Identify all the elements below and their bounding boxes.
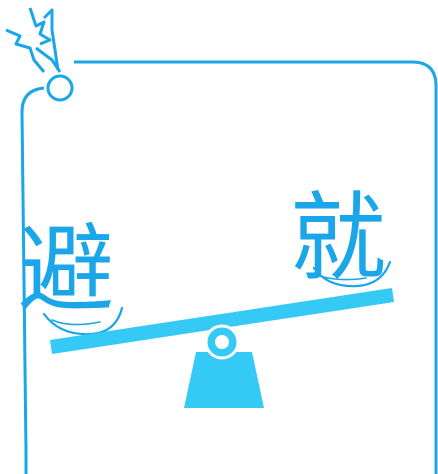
bow-icon — [5, 7, 74, 102]
seesaw-fulcrum — [184, 352, 264, 408]
left-character: 避 — [18, 214, 114, 326]
seesaw-beam — [50, 288, 394, 354]
right-character: 就 — [290, 182, 386, 294]
card-frame — [20, 60, 438, 474]
